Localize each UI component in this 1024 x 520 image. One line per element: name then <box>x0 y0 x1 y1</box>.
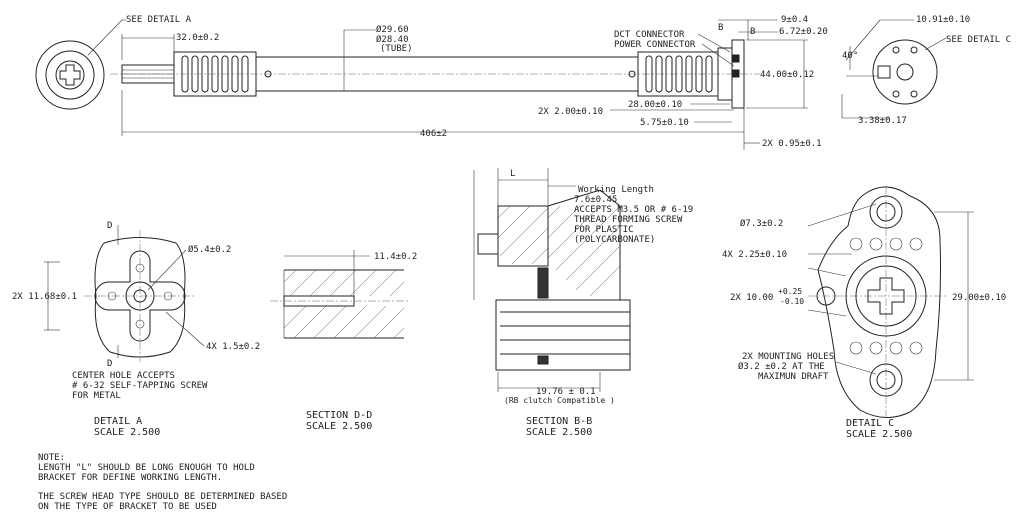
power-connector-label: POWER CONNECTOR <box>614 40 696 50</box>
dia-2960: Ø29.60 <box>376 24 409 35</box>
dim-114: 11.4±0.2 <box>374 252 417 262</box>
dct-connector-label: DCT CONNECTOR <box>614 30 685 40</box>
dim-1976: 19.76 ± 0.1 <box>536 387 596 397</box>
detail-a-note-1: CENTER HOLE ACCEPTS <box>72 371 175 381</box>
dia-2840: Ø28.40 <box>376 34 409 45</box>
section-b-marker-right: B <box>750 27 755 37</box>
mounting-holes-1: 2X MOUNTING HOLES <box>742 352 834 362</box>
section-b-marker-top: B <box>718 23 723 33</box>
dim-2x10: 2X 10.00 <box>730 293 773 303</box>
dim-40deg: 40° <box>842 51 858 61</box>
section-bb-title: SECTION B-B <box>526 416 592 427</box>
dim-44: 44.00±0.12 <box>760 70 814 80</box>
section-dd-title: SECTION D-D <box>306 410 372 421</box>
rb-clutch-label: (RB clutch Compatible ) <box>504 396 615 405</box>
see-detail-c-label: SEE DETAIL C <box>946 35 1011 45</box>
tube-side-view <box>110 39 760 109</box>
dim-406: 406±2 <box>420 129 447 139</box>
dim-575: 5.75±0.10 <box>640 118 689 128</box>
detail-a-view <box>44 225 205 362</box>
see-detail-a-label: SEE DETAIL A <box>126 15 192 25</box>
working-length-6: (POLYCARBONATE) <box>574 235 655 245</box>
end-view-right <box>841 19 947 119</box>
mounting-holes-2: Ø3.2 ±0.2 AT THE <box>738 361 825 372</box>
detail-a-note-3: FOR METAL <box>72 391 121 401</box>
detail-c-title: DETAIL C <box>846 418 894 429</box>
note-line-4: ON THE TYPE OF BRACKET TO BE USED <box>38 502 217 512</box>
dim-1091: 10.91±0.10 <box>916 15 970 25</box>
section-dd-scale: SCALE 2.500 <box>306 421 372 432</box>
working-length-1: Working Length <box>578 185 654 195</box>
tube-label: (TUBE) <box>380 44 413 54</box>
dim-1168: 2X 11.68±0.1 <box>12 292 77 302</box>
detail-a-note-2: # 6-32 SELF-TAPPING SCREW <box>72 381 208 391</box>
detail-c-view <box>807 186 974 418</box>
dim-32: 32.0±0.2 <box>176 33 219 43</box>
working-length-5: FOR PLASTIC <box>574 225 634 235</box>
dia-73: Ø7.3±0.2 <box>740 218 783 229</box>
working-length-4: THREAD FORMING SCREW <box>574 215 683 225</box>
dim-9: 9±0.4 <box>781 15 808 25</box>
section-bb-view <box>473 168 631 392</box>
dim-28: 28.00±0.10 <box>628 100 682 110</box>
section-dd-view <box>270 250 410 339</box>
detail-a-d-bottom: D <box>107 359 112 369</box>
section-bb-l-mark: L <box>510 169 515 179</box>
section-bb-scale: SCALE 2.500 <box>526 427 592 438</box>
dim-2x095: 2X 0.95±0.1 <box>762 139 822 149</box>
note-line-3: THE SCREW HEAD TYPE SHOULD BE DETERMINED… <box>38 492 287 502</box>
dim-4x225: 4X 2.25±0.10 <box>722 250 787 260</box>
detail-a-scale: SCALE 2.500 <box>94 427 160 438</box>
top-dimensions <box>121 19 808 150</box>
dim-29: 29.00±0.10 <box>952 293 1006 303</box>
tol-plus: +0.25 <box>778 287 802 296</box>
dim-2x2: 2X 2.00±0.10 <box>538 107 603 117</box>
mounting-holes-3: MAXIMUN DRAFT <box>758 372 829 382</box>
dim-338: 3.38±0.17 <box>858 116 907 126</box>
note-heading: NOTE: <box>38 453 65 463</box>
note-line-2: BRACKET FOR DEFINE WORKING LENGTH. <box>38 473 222 483</box>
working-length-2: 7.6±0.45 <box>574 195 617 205</box>
note-line-1: LENGTH "L" SHOULD BE LONG ENOUGH TO HOLD <box>38 463 255 473</box>
dia-54: Ø5.4±0.2 <box>188 244 231 255</box>
detail-c-scale: SCALE 2.500 <box>846 429 912 440</box>
dim-672: 6.72±0.20 <box>779 27 828 37</box>
working-length-3: ACCEPTS M3.5 OR # 6-19 <box>574 205 693 215</box>
detail-a-d-top: D <box>107 221 112 231</box>
detail-a-title: DETAIL A <box>94 416 142 427</box>
end-view-left <box>35 19 126 110</box>
tol-minus: -0.10 <box>780 297 804 306</box>
dim-4x15: 4X 1.5±0.2 <box>206 342 260 352</box>
